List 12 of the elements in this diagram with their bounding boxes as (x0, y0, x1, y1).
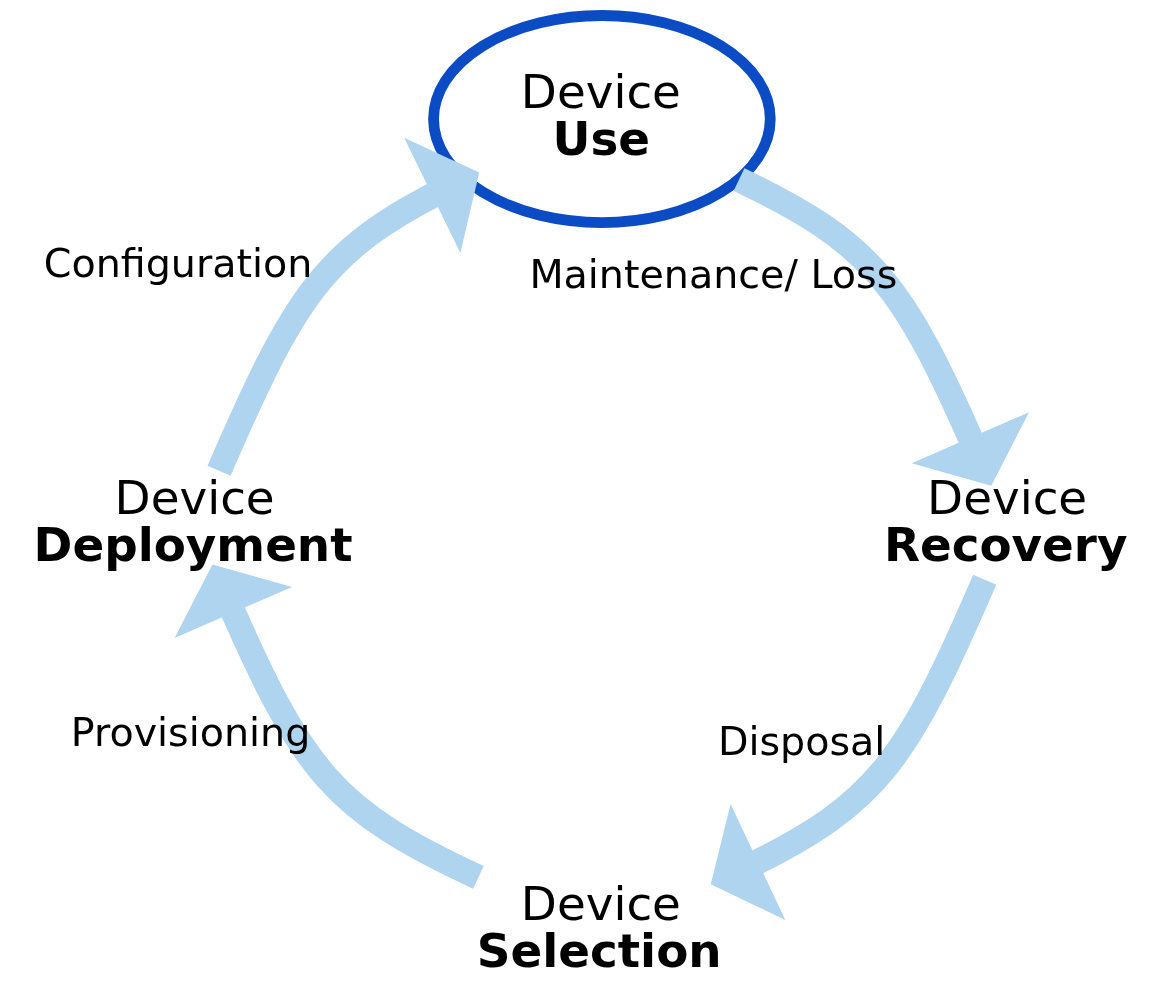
node-text: Device Selection (476, 877, 722, 979)
edge-label: Maintenance/ Loss (528, 250, 897, 297)
node-text: Device Deployment (33, 471, 353, 572)
arrow (710, 574, 996, 920)
arrow (732, 168, 1029, 486)
edge-label: Configuration (43, 239, 312, 286)
node-ellipse: Device Use (427, 10, 776, 228)
edge-label: Disposal (717, 718, 885, 765)
arrow (207, 137, 479, 476)
arrow (174, 564, 484, 889)
edge-label: Provisioning (70, 708, 310, 755)
node-text: Device Recovery (883, 471, 1127, 572)
